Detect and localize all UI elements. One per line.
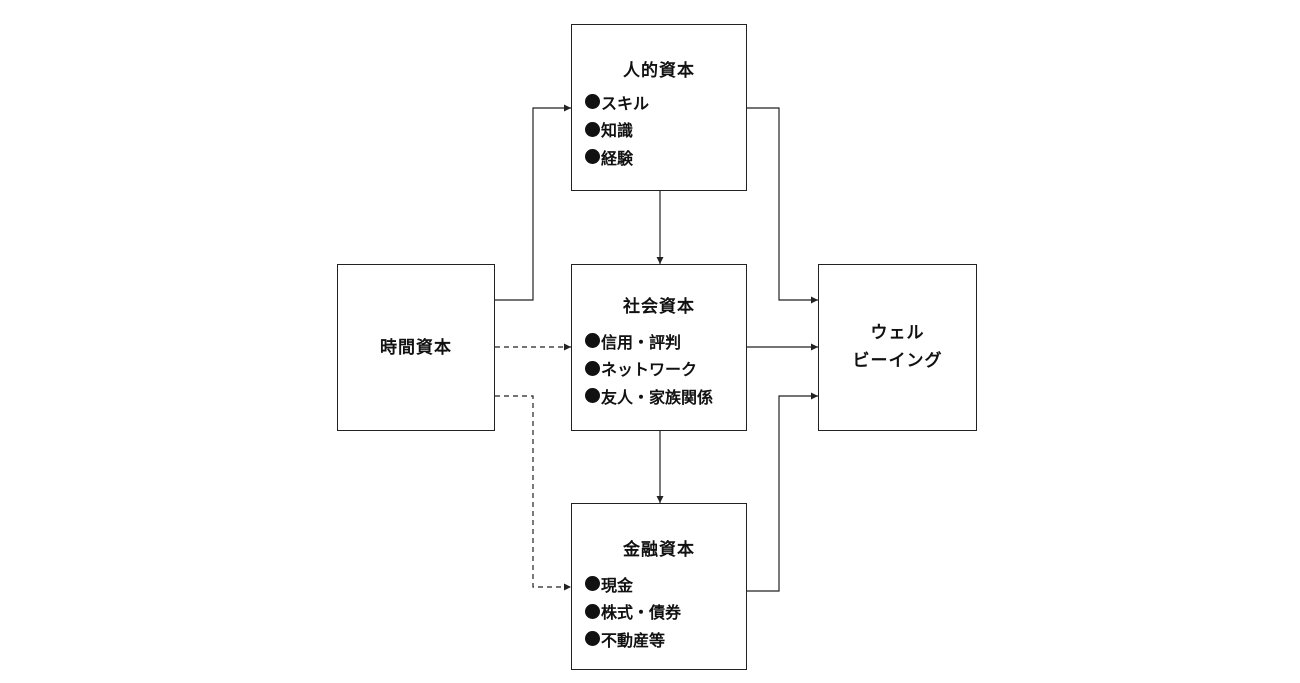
list-item: 株式・債券: [585, 598, 681, 626]
human-capital-box: 人的資本 スキル 知識 経験: [571, 24, 747, 191]
financial-capital-box: 金融資本 現金 株式・債券 不動産等: [571, 503, 747, 670]
arrow-time-to-human: [495, 104, 571, 301]
bullet-icon: [585, 576, 600, 592]
wellbeing-title-line1: ウェル: [870, 323, 925, 343]
bullet-icon: [585, 631, 600, 647]
financial-capital-title: 金融資本: [623, 540, 695, 560]
arrow-human-to-wellbeing: [747, 107, 818, 304]
time-capital-title: 時間資本: [380, 338, 452, 358]
bullet-icon: [585, 149, 600, 165]
human-capital-list: スキル 知識 経験: [585, 88, 649, 171]
social-capital-box: 社会資本 信用・評判 ネットワーク 友人・家族関係: [571, 264, 747, 431]
bullet-icon: [585, 360, 600, 376]
bullet-icon: [585, 603, 600, 619]
time-capital-box: 時間資本: [337, 264, 495, 431]
list-item: 友人・家族関係: [585, 382, 713, 410]
list-item: 知識: [585, 116, 649, 144]
social-capital-title: 社会資本: [623, 297, 695, 317]
list-item: スキル: [585, 88, 649, 116]
list-item: 現金: [585, 570, 681, 598]
social-capital-list: 信用・評判 ネットワーク 友人・家族関係: [585, 327, 713, 410]
bullet-icon: [585, 333, 600, 349]
list-item: 信用・評判: [585, 327, 713, 355]
list-item: 経験: [585, 143, 649, 171]
bullet-icon: [585, 94, 600, 110]
financial-capital-list: 現金 株式・債券 不動産等: [585, 570, 681, 653]
bullet-icon: [585, 121, 600, 137]
bullet-icon: [585, 388, 600, 404]
list-item: ネットワーク: [585, 355, 713, 383]
arrow-time-to-financial: [495, 395, 571, 591]
wellbeing-box: ウェル ビーイング: [818, 264, 977, 431]
list-item: 不動産等: [585, 625, 681, 653]
human-capital-title: 人的資本: [623, 61, 695, 81]
wellbeing-title-line2: ビーイング: [852, 351, 943, 371]
arrow-financial-to-wellbeing: [747, 392, 818, 592]
